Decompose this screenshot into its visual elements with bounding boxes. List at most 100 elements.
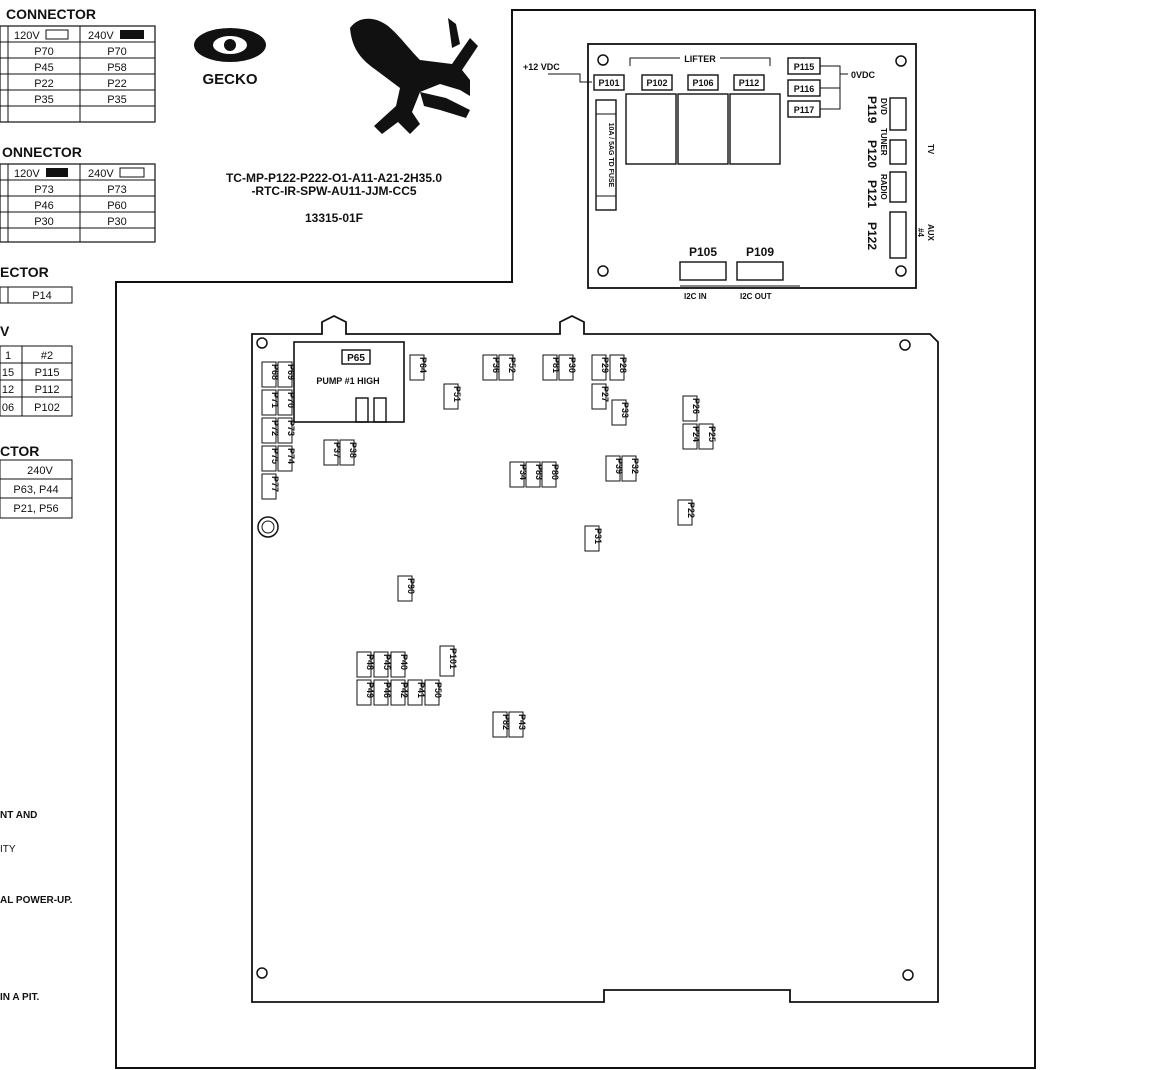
- gecko-logo: GECKO: [194, 28, 266, 88]
- p45: P45: [382, 654, 392, 670]
- p27: P27: [600, 386, 610, 402]
- p105: P105: [689, 245, 717, 259]
- t1-cell: P70: [34, 46, 54, 58]
- p31: P31: [593, 528, 603, 544]
- t4-cell: P112: [35, 384, 60, 396]
- table4-title: V: [0, 323, 10, 339]
- p120: P120: [865, 140, 879, 168]
- p30: P30: [567, 357, 577, 373]
- table5-title: CTOR: [0, 443, 39, 459]
- p64: P64: [418, 357, 428, 373]
- connector-table-2: ONNECTOR 120V 240V P73 P73 P46 P60 P30 P…: [0, 144, 156, 243]
- side-note-2: ITY: [0, 844, 16, 855]
- p83: P83: [534, 464, 544, 480]
- p122: P122: [865, 222, 879, 250]
- p42: P42: [399, 682, 409, 698]
- t4-cell: 1: [5, 350, 11, 362]
- aux-label: AUX: [926, 224, 935, 242]
- connector-table-4: V 1 #2 15 P115 12 P112 06 P102: [0, 323, 73, 417]
- t2-h1: 120V: [14, 168, 40, 180]
- p74: P74: [286, 448, 296, 464]
- t4-cell: 15: [2, 367, 14, 379]
- t4-cell: P102: [34, 402, 60, 414]
- p50: P50: [433, 682, 443, 698]
- model-line-2: -RTC-IR-SPW-AU11-JJM-CC5: [251, 184, 416, 198]
- side-note-4: IN A PIT.: [0, 992, 39, 1003]
- p22: P22: [686, 502, 696, 518]
- t2-h2: 240V: [88, 168, 114, 180]
- table3-title: ECTOR: [0, 264, 49, 280]
- t1-h1: 120V: [14, 30, 40, 42]
- p72: P72: [270, 420, 280, 436]
- tuner-label: TUNER: [879, 128, 888, 156]
- p37: P37: [332, 442, 342, 458]
- t2-cell: P46: [34, 200, 54, 212]
- t2-cell: P30: [107, 216, 127, 228]
- pump1-high: PUMP #1 HIGH: [316, 376, 379, 386]
- main-board: P65 PUMP #1 HIGH P68 P69 P71 P70 P72 P73…: [251, 314, 939, 1003]
- t4-cell: 06: [2, 402, 14, 414]
- p119: P119: [865, 96, 879, 124]
- p33: P33: [620, 402, 630, 418]
- logo-text: GECKO: [202, 71, 257, 88]
- model-line-1: TC-MP-P122-P222-O1-A11-A21-2H35.0: [226, 171, 442, 185]
- p65: P65: [347, 353, 365, 364]
- t1-cell: P58: [107, 62, 127, 74]
- t1-h2: 240V: [88, 30, 114, 42]
- p51: P51: [452, 386, 462, 402]
- radio-label: RADIO: [879, 174, 888, 200]
- side-note-1: NT AND: [0, 810, 37, 821]
- p116-top: P116: [794, 84, 815, 94]
- t5-cell: 240V: [27, 465, 53, 477]
- fuse-label: 10A / 5AG TD FUSE: [607, 123, 614, 188]
- tv-label: TV: [926, 144, 935, 155]
- connector-table-3: ECTOR P14: [0, 264, 73, 304]
- p82: P82: [501, 714, 511, 730]
- p80: P80: [550, 464, 560, 480]
- t1-cell: P70: [107, 46, 127, 58]
- p68: P68: [270, 364, 280, 380]
- p41: P41: [416, 682, 426, 698]
- dvd-label: DVD: [879, 98, 888, 115]
- t2-cell: P73: [34, 184, 54, 196]
- p49: P49: [365, 682, 375, 698]
- p71: P71: [270, 392, 280, 408]
- part-number: 13315-01F: [305, 211, 363, 225]
- t4-cell: P115: [35, 367, 60, 379]
- gecko-lizard-icon: [350, 18, 478, 134]
- i2c-out: I2C OUT: [740, 292, 772, 301]
- p32: P32: [630, 458, 640, 474]
- p81: P81: [551, 357, 561, 373]
- p48: P48: [365, 654, 375, 670]
- t2-cell: P73: [107, 184, 127, 196]
- p101-main: P101: [448, 648, 458, 669]
- p117-top: P117: [794, 105, 815, 115]
- p70: P70: [286, 392, 296, 408]
- p73: P73: [286, 420, 296, 436]
- t1-cell: P35: [107, 94, 127, 106]
- p46: P46: [382, 682, 392, 698]
- p112-top: P112: [739, 78, 760, 88]
- p24: P24: [691, 426, 701, 442]
- t2-cell: P30: [34, 216, 54, 228]
- t1-cell: P45: [34, 62, 54, 74]
- t5-cell: P21, P56: [13, 503, 58, 515]
- p43: P43: [517, 714, 527, 730]
- p106-top: P106: [692, 78, 713, 88]
- t4-cell: #2: [41, 350, 53, 362]
- t1-cell: P35: [34, 94, 54, 106]
- p29: P29: [600, 357, 610, 373]
- p34: P34: [518, 464, 528, 480]
- t4-cell: 12: [2, 384, 14, 396]
- p102-top: P102: [646, 78, 667, 88]
- p36: P36: [491, 357, 501, 373]
- p28: P28: [618, 357, 628, 373]
- p38: P38: [348, 442, 358, 458]
- p77: P77: [270, 476, 280, 492]
- aux4-label: #4: [916, 228, 925, 237]
- p69: P69: [286, 364, 296, 380]
- t3-cell: P14: [32, 290, 52, 302]
- p26: P26: [691, 398, 701, 414]
- lifter-label: LIFTER: [684, 54, 716, 64]
